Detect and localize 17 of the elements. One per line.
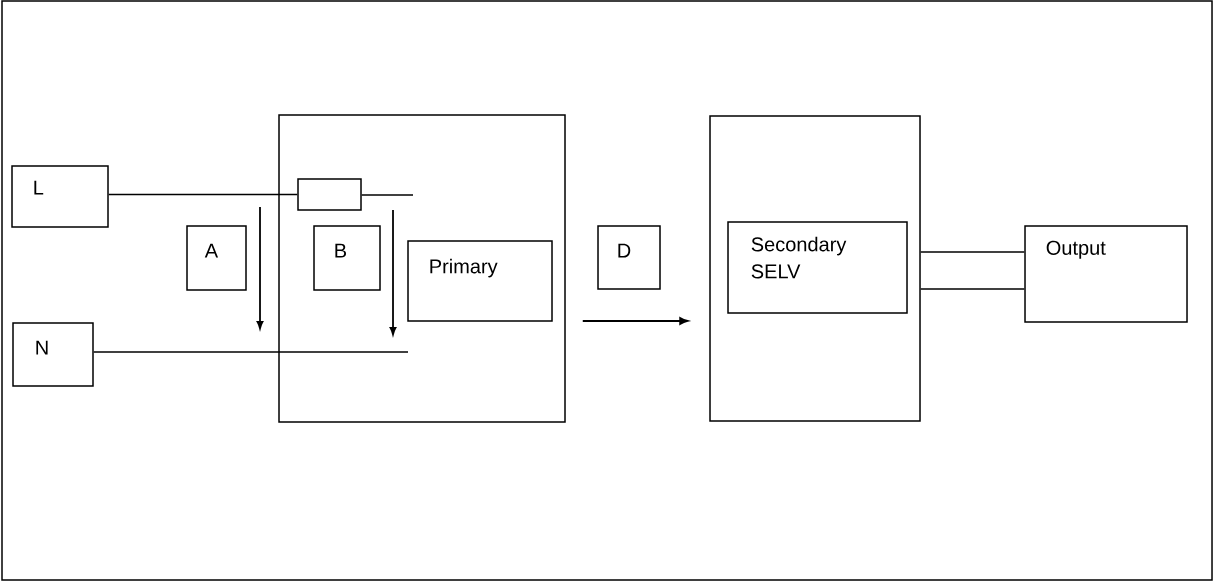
label-box: D [597,225,661,290]
label-box: A [186,225,247,291]
process-box: Primary [407,240,553,322]
arrow [581,317,689,325]
enclosure-box [709,115,921,422]
process-box: Secondary SELV [727,221,908,314]
wire [920,251,1025,253]
wire [93,351,409,353]
terminal-box: N [12,322,94,387]
wire [108,193,298,196]
wire [361,194,414,196]
output-box: Output [1024,225,1188,323]
terminal-box: L [11,165,109,228]
fuse-symbol [297,178,362,211]
wire [920,288,1025,290]
enclosure-box [278,114,566,423]
label-box: B [313,225,381,291]
